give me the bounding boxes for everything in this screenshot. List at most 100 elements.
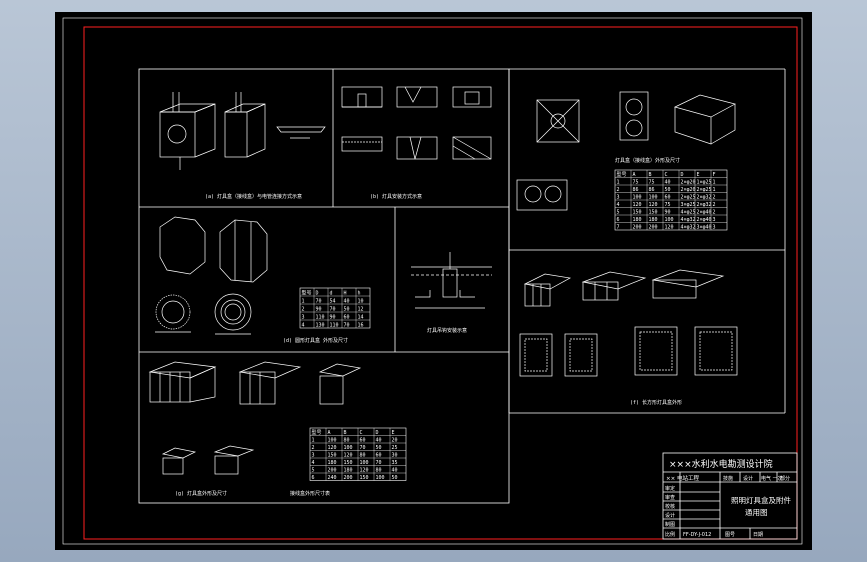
table-1-cell: 3 — [713, 225, 716, 231]
table-3-cell: 1 — [312, 438, 315, 444]
inner-border — [62, 17, 803, 545]
table-3-cell: 60 — [376, 453, 382, 459]
table-1-cell: 100 — [633, 195, 642, 201]
table-2-cell: 4 — [302, 323, 305, 329]
table-1-cell: 120 — [633, 202, 642, 208]
table-3-cell: 120 — [360, 468, 369, 474]
table-1-cell: 40 — [665, 180, 671, 186]
table-1-cell: 4 — [617, 202, 620, 208]
table-3-cell: 100 — [328, 438, 337, 444]
table-3-cell: 40 — [376, 438, 382, 444]
cad-drawing-viewport[interactable]: (a) 灯具盒（接线盒）与电管连接方式示意 (b) 灯具安装方式示意 灯具盒（接… — [55, 12, 812, 550]
table-2-header-cell: H — [344, 291, 347, 297]
table-2-cell: 40 — [344, 299, 350, 305]
table-1-cell: 50 — [665, 187, 671, 193]
panel-3-caption: 灯具盒（接线盒）外形及尺寸 — [615, 157, 680, 164]
table-2-cell: 10 — [358, 299, 364, 305]
table-1-header-cell: C — [665, 172, 668, 178]
table-3-cell: 120 — [328, 445, 337, 451]
panel-5-caption: 灯具吊钩安装示意 — [427, 327, 467, 334]
title-block-phase-3: 电气 一次 — [761, 475, 783, 482]
table-2-cell: 50 — [344, 307, 350, 313]
title-block-role-2: 审查 — [665, 494, 675, 501]
table-1-header-cell: D — [681, 172, 684, 178]
table-1-cell: 100 — [649, 195, 658, 201]
panel-5-hanger — [411, 252, 492, 309]
title-block-drawing-title-2: 通用图 — [745, 507, 768, 517]
table-2-cell: 54 — [330, 299, 336, 305]
table-1-cell: 4×φ32 — [681, 217, 696, 223]
title-block-institute: ×××水利水电勘测设计院 — [669, 458, 773, 470]
table-1-cell: 75 — [649, 180, 655, 186]
panel-7-caption: (g) 灯具盒外形及尺寸 — [175, 490, 227, 497]
title-block-phase-2: 设计 — [743, 475, 753, 482]
table-1-cell: 2×φ25 — [681, 195, 696, 201]
table-3-cell: 30 — [392, 453, 398, 459]
table-3-header-cell: B — [344, 430, 347, 436]
table-2-header-cell: D — [316, 291, 319, 297]
title-block-role-1: 审定 — [665, 485, 675, 492]
table-3-cell: 60 — [360, 438, 366, 444]
table-3-cell: 35 — [392, 460, 398, 466]
panel-6-caption: (f) 长方形灯具盒外形 — [630, 399, 682, 406]
table-3-cell: 80 — [376, 468, 382, 474]
table-1-cell: 2 — [713, 202, 716, 208]
table-2-header-cell: 型号 — [302, 290, 312, 297]
title-block-project: ×× 电站工程 — [666, 474, 699, 482]
table-3-cell: 50 — [376, 445, 382, 451]
table-2-border — [299, 287, 371, 329]
title-block-role-4: 设计 — [665, 512, 675, 519]
panel-7-boxes — [148, 361, 362, 475]
table-2-header-cell: d — [330, 291, 333, 297]
table-3-cell: 50 — [392, 475, 398, 481]
table-3-header-cell: 型号 — [312, 429, 322, 436]
table-2-cell: 1 — [302, 299, 305, 305]
table-1-cell: 2×φ20 — [681, 187, 696, 193]
table-1-cell: 5 — [617, 210, 620, 216]
table-2-cell: 70 — [316, 299, 322, 305]
table-2-cell: 90 — [330, 315, 336, 321]
table-2-cell: 110 — [330, 323, 339, 329]
table-1-header-cell: A — [633, 172, 636, 178]
table-1-header-cell: F — [713, 172, 716, 178]
table-1-cell: 2×φ25 — [697, 187, 712, 193]
panel-3-square-box — [516, 91, 736, 211]
title-block-phase-1: 技施 — [723, 475, 733, 482]
panel-2-caption: (b) 灯具安装方式示意 — [370, 193, 422, 200]
table-1-cell: 200 — [633, 225, 642, 231]
table-3-cell: 200 — [328, 468, 337, 474]
title-block-scale-label: 比例 — [665, 531, 675, 538]
table-3-cell: 20 — [392, 438, 398, 444]
table-1-cell: 150 — [649, 210, 658, 216]
table-2-cell: 16 — [358, 323, 364, 329]
table-1-cell: 1 — [713, 180, 716, 186]
table-3-header-cell: A — [328, 430, 331, 436]
table-1-cell: 100 — [665, 217, 674, 223]
table-3-cell: 5 — [312, 468, 315, 474]
table-3-header-cell: D — [376, 430, 379, 436]
table-1-cell: 4×φ25 — [681, 210, 696, 216]
table-3-cell: 150 — [360, 475, 369, 481]
table-3-cell: 80 — [344, 438, 350, 444]
table-3-cell: 200 — [344, 475, 353, 481]
table-2-cell: 60 — [344, 315, 350, 321]
title-block — [662, 452, 798, 540]
table-1-header-cell: 型号 — [617, 171, 627, 178]
table-1-cell: 180 — [649, 217, 658, 223]
table-3-cell: 150 — [328, 453, 337, 459]
table-1-cell: 1 — [617, 180, 620, 186]
table-2-cell: 90 — [316, 307, 322, 313]
table-1-cell: 180 — [633, 217, 642, 223]
table-3-header-cell: E — [392, 430, 395, 436]
table-3-cell: 150 — [344, 460, 353, 466]
table-1-cell: 200 — [649, 225, 658, 231]
panel-8-caption: 接线盒外形尺寸表 — [290, 490, 330, 497]
table-2-cell: 14 — [358, 315, 364, 321]
table-1-cell: 2 — [713, 195, 716, 201]
table-1-cell: 2×φ40 — [697, 217, 712, 223]
table-3-cell: 180 — [344, 468, 353, 474]
title-block-role-3: 校核 — [665, 503, 675, 510]
table-3-cell: 2 — [312, 445, 315, 451]
title-block-drawing-no: FF-DY-J-012 — [683, 532, 711, 538]
